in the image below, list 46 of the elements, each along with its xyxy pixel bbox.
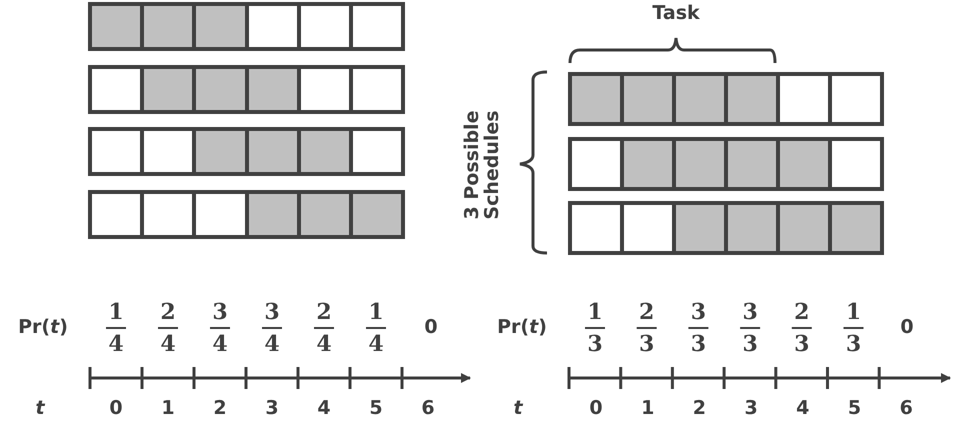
tick-label: 4	[317, 397, 331, 419]
tick-label: 3	[265, 397, 279, 419]
brace-label: Task	[652, 2, 700, 24]
fraction-denominator: 3	[846, 331, 862, 357]
fraction-numerator: 2	[316, 299, 332, 325]
tick-label: 4	[796, 397, 810, 419]
tick-label: 0	[589, 397, 603, 419]
fraction-denominator: 3	[690, 331, 706, 357]
fraction-numerator: 2	[639, 299, 654, 325]
fraction-numerator: 1	[846, 299, 862, 325]
probability-value: 0	[900, 316, 914, 338]
fraction-numerator: 2	[160, 299, 176, 325]
fraction-numerator: 2	[794, 299, 810, 325]
tick-label: 1	[161, 397, 175, 419]
tick-label: 1	[641, 397, 654, 419]
tick-label: 0	[109, 397, 123, 419]
fraction-numerator: 3	[212, 299, 228, 325]
fraction-numerator: 3	[264, 299, 280, 325]
tick-label: 6	[900, 397, 913, 419]
fraction-numerator: 1	[108, 299, 124, 325]
tick-label: 2	[213, 397, 227, 419]
fraction-denominator: 3	[587, 331, 603, 357]
axis-label: t	[35, 397, 45, 419]
fraction-denominator: 4	[368, 331, 384, 357]
tick-label: 3	[744, 397, 758, 419]
fraction-numerator: 1	[368, 299, 384, 325]
fraction-denominator: 3	[639, 331, 654, 357]
tick-label: 6	[421, 397, 435, 419]
fraction-numerator: 1	[587, 299, 603, 325]
fraction-denominator: 4	[316, 331, 332, 357]
brace-label: 3 Possible Schedules	[462, 109, 502, 222]
fraction-numerator: 3	[742, 299, 758, 325]
fraction-denominator: 4	[212, 331, 228, 357]
tick-label: 5	[848, 397, 862, 419]
tick-label: 2	[692, 397, 706, 419]
fraction-denominator: 4	[160, 331, 176, 357]
probability-value: 0	[424, 316, 438, 338]
fraction-denominator: 3	[742, 331, 758, 357]
axis-label: Pr(t)	[18, 316, 68, 338]
tick-label: 5	[369, 397, 383, 419]
axis-label: Pr(t)	[497, 316, 547, 338]
fraction-denominator: 4	[108, 331, 124, 357]
fraction-numerator: 3	[690, 299, 706, 325]
fraction-denominator: 3	[794, 331, 810, 357]
fraction-denominator: 4	[264, 331, 280, 357]
axis-label: t	[513, 397, 523, 419]
